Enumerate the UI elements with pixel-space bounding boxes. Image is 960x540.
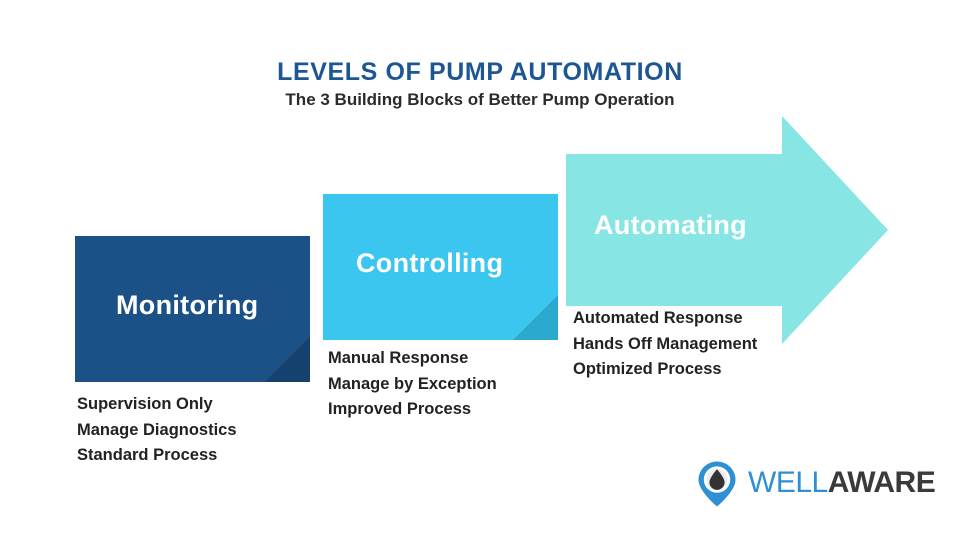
page-subtitle: The 3 Building Blocks of Better Pump Ope… <box>285 90 675 109</box>
stage-monitoring-label: Monitoring <box>116 290 259 320</box>
list-item: Improved Process <box>328 400 472 418</box>
list-item: Supervision Only <box>77 395 213 413</box>
list-item: Manage by Exception <box>328 374 497 393</box>
stage-monitoring[interactable]: Monitoring <box>75 236 310 382</box>
stage-automating-bullets: Automated Response Hands Off Management … <box>573 306 757 383</box>
stage-controlling-label: Controlling <box>356 248 504 278</box>
list-item: Optimized Process <box>573 360 722 378</box>
stage-monitoring-bullets: Supervision Only Manage Diagnostics Stan… <box>77 392 237 469</box>
logo-word-aware: AWARE <box>827 466 936 499</box>
list-item: Standard Process <box>77 446 218 464</box>
page-title: LEVELS OF PUMP AUTOMATION <box>277 58 683 86</box>
list-item: Manage Diagnostics <box>77 420 237 439</box>
logo-word-well: WELL <box>748 466 828 499</box>
stage-automating-label: Automating <box>594 210 747 240</box>
stage-controlling[interactable]: Controlling <box>323 194 558 340</box>
logo-wordmark: WELLAWARE <box>748 466 936 500</box>
wellaware-logo: WELLAWARE <box>693 460 936 508</box>
list-item: Manual Response <box>328 349 469 367</box>
list-item: Hands Off Management <box>573 334 758 353</box>
arrow-right-shape <box>566 116 888 344</box>
stage-controlling-fold-shadow <box>513 295 558 340</box>
stage-controlling-bullets: Manual Response Manage by Exception Impr… <box>328 346 497 423</box>
stage-monitoring-fold-shadow <box>265 337 310 382</box>
map-pin-water-drop-icon <box>698 461 736 507</box>
stage-automating[interactable]: Automating <box>566 116 888 344</box>
list-item: Automated Response <box>573 309 743 327</box>
